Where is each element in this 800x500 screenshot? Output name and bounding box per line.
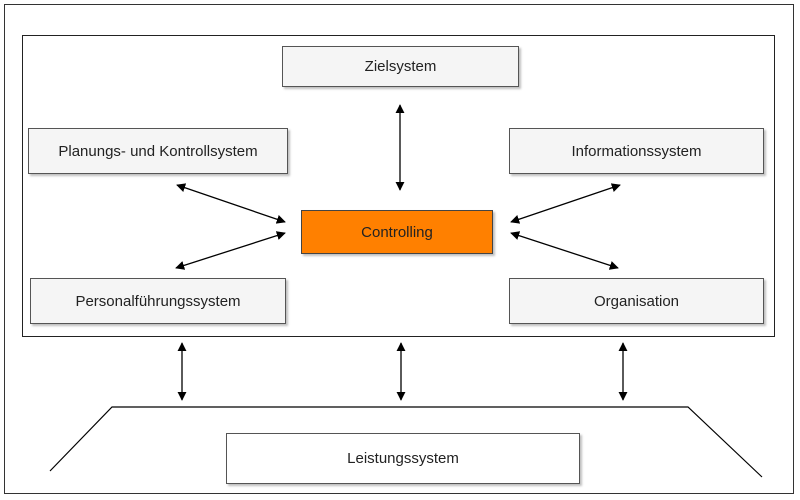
box-controlling: Controlling (301, 210, 493, 254)
box-personalfuehrungssystem: Personalführungssystem (30, 278, 286, 324)
label-leistungssystem: Leistungssystem (347, 450, 459, 467)
label-informationssystem: Informationssystem (571, 142, 702, 160)
box-leistungssystem: Leistungssystem (226, 433, 580, 484)
label-organisation: Organisation (593, 292, 680, 310)
arrow-information-controlling (510, 183, 621, 224)
arrow-organisation-controlling (510, 231, 619, 270)
box-zielsystem: Zielsystem (282, 46, 519, 87)
arrow-personal-controlling (175, 231, 286, 270)
label-personalfuehrungssystem: Personalführungssystem (75, 292, 241, 310)
label-planung-kontrollsystem: Planungs- und Kontrollsystem (58, 142, 258, 160)
outer-frame (4, 4, 794, 494)
box-planung-kontrollsystem: Planungs- und Kontrollsystem (28, 128, 288, 174)
arrow-planung-controlling (176, 183, 286, 224)
label-zielsystem: Zielsystem (364, 58, 437, 75)
box-organisation: Organisation (509, 278, 764, 324)
controlling-system-frame (22, 35, 775, 337)
leistung-trapezoid (49, 406, 763, 478)
label-controlling: Controlling (361, 223, 433, 241)
box-informationssystem: Informationssystem (509, 128, 764, 174)
